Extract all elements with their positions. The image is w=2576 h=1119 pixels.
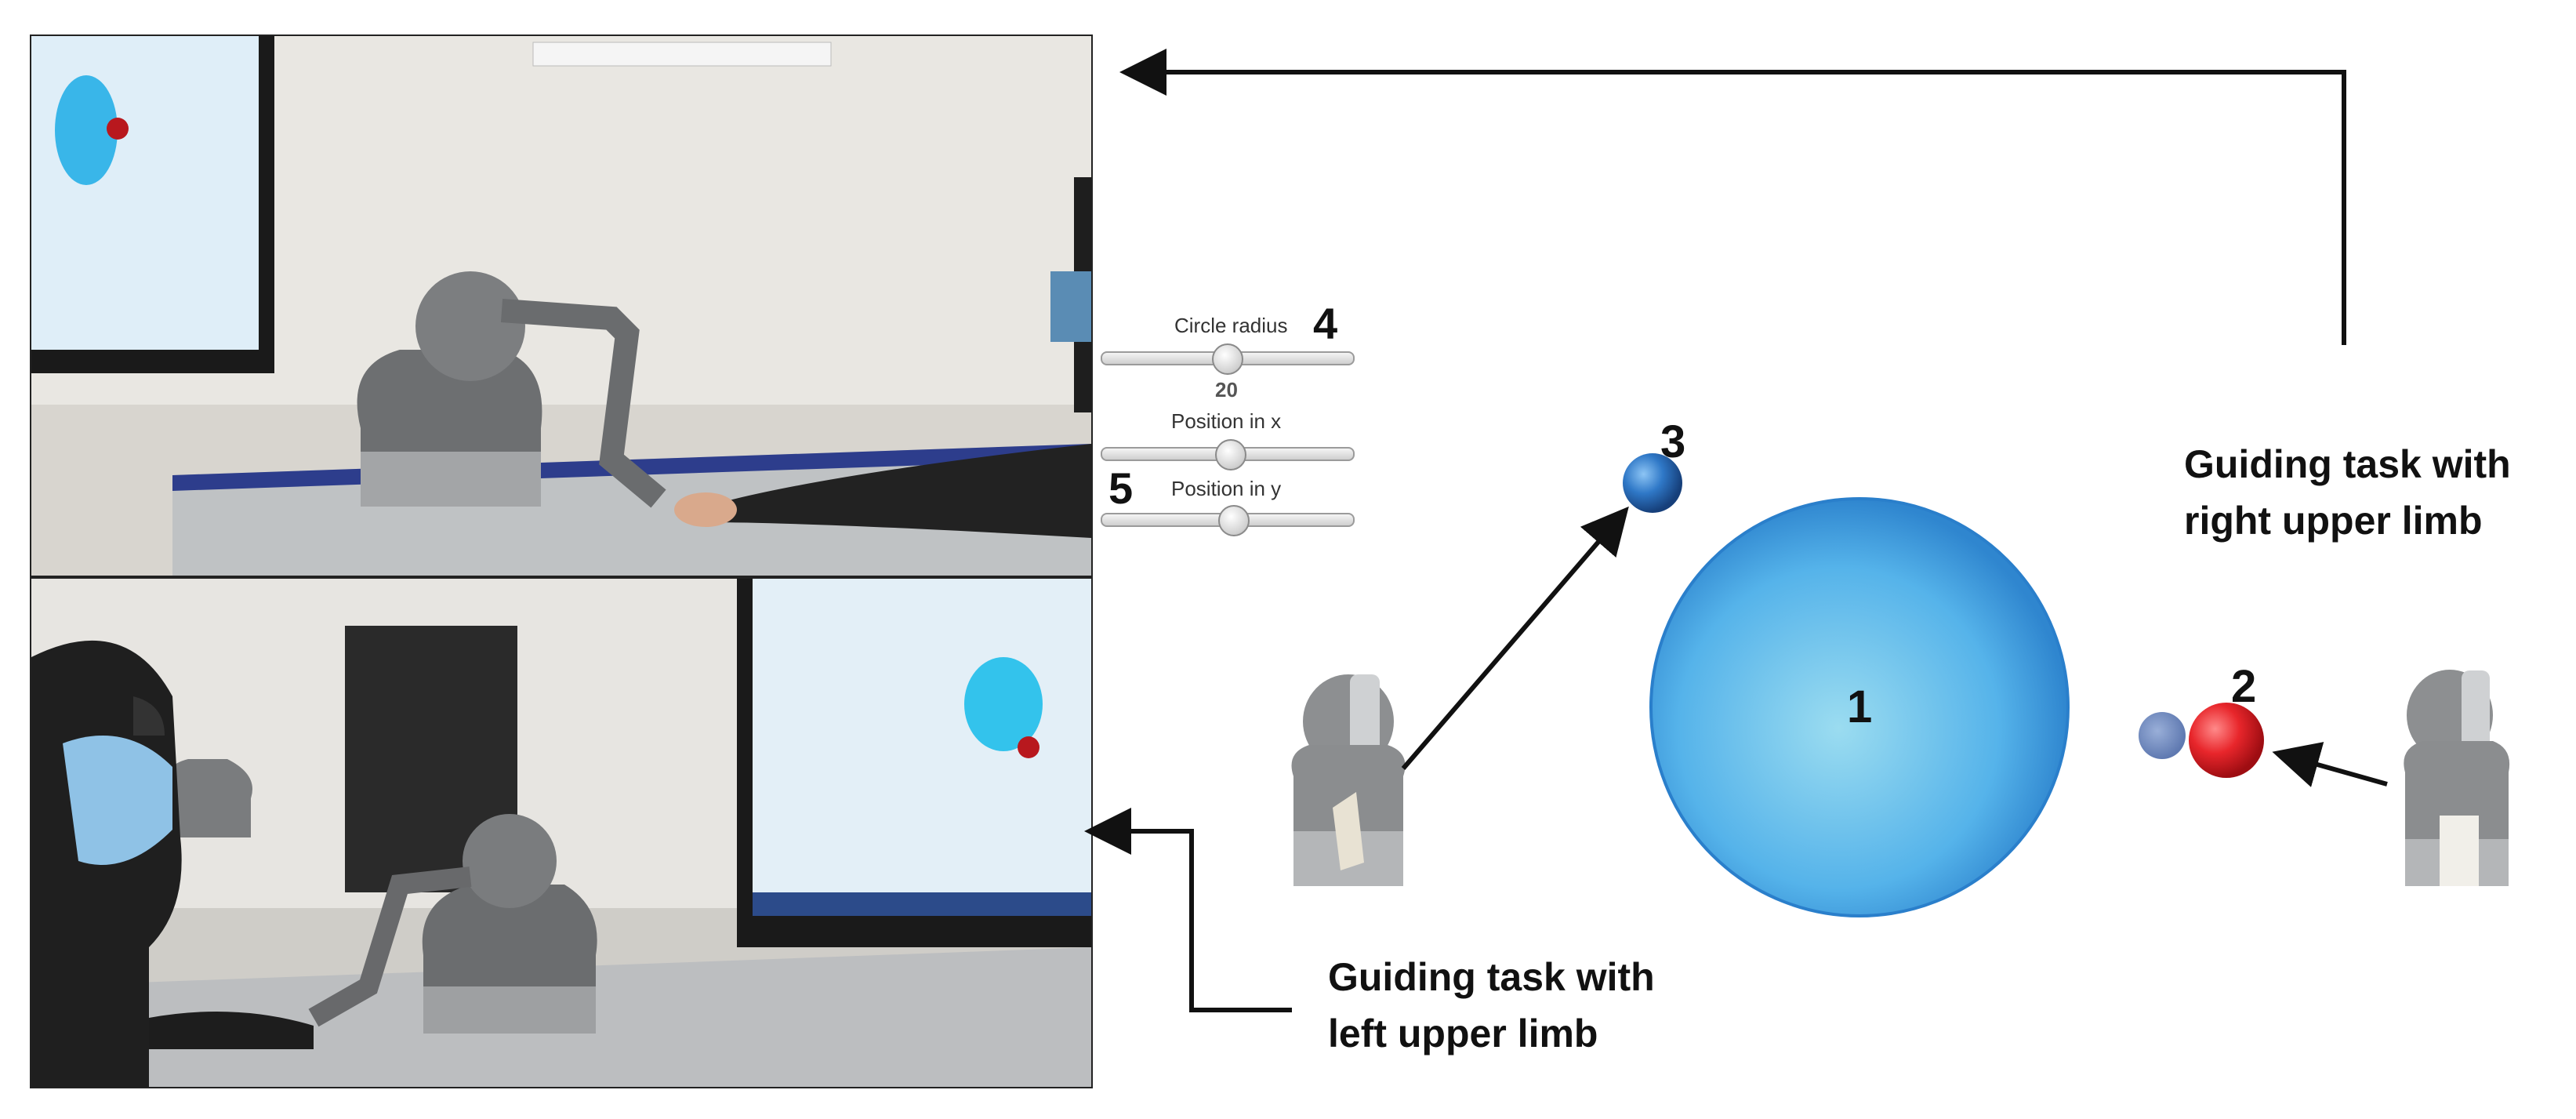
caption-right-line1: Guiding task with xyxy=(2184,442,2511,486)
circle-radius-value: 20 xyxy=(1215,378,1238,401)
photo-left-limb-setup xyxy=(30,577,1093,1088)
caption-left-line2: left upper limb xyxy=(1328,1012,1598,1055)
red-cursor-label: 2 xyxy=(2231,661,2257,712)
caption-left-line1: Guiding task with xyxy=(1328,955,1655,999)
position-x-label: Position in x xyxy=(1171,409,1282,433)
callout-number-5: 5 xyxy=(1108,463,1134,513)
callout-number-4: 4 xyxy=(1313,299,1338,348)
haptic-device-left xyxy=(1291,674,1406,886)
caption-right-limb: Guiding task with right upper limb xyxy=(2184,436,2511,549)
photo-left-limb-scene xyxy=(31,579,1091,1087)
photo-right-limb-setup xyxy=(30,35,1093,577)
position-x-slider-thumb[interactable] xyxy=(1215,439,1246,470)
red-cursor xyxy=(2189,703,2264,778)
control-panel: Circle radius 4 20 Position in x 5 Posit… xyxy=(1090,298,1388,549)
ghost-ball xyxy=(2139,712,2186,759)
haptic-device-right xyxy=(2404,670,2510,886)
position-y-slider-thumb[interactable] xyxy=(1218,505,1250,536)
position-y-label: Position in y xyxy=(1171,477,1282,500)
blue-ball-label: 3 xyxy=(1660,416,1686,467)
caption-left-limb: Guiding task with left upper limb xyxy=(1328,949,1655,1062)
target-circle-label: 1 xyxy=(1847,681,1873,732)
photo-right-limb-scene xyxy=(31,36,1091,576)
circle-radius-label: Circle radius xyxy=(1174,314,1288,337)
circle-radius-slider-thumb[interactable] xyxy=(1212,343,1243,375)
arrow-left-limb-to-bottom-photo xyxy=(1084,808,1292,1012)
arrow-device-to-blue-ball xyxy=(1401,506,1629,770)
arrow-device-to-red-cursor xyxy=(2272,742,2388,787)
caption-right-line2: right upper limb xyxy=(2184,499,2483,543)
